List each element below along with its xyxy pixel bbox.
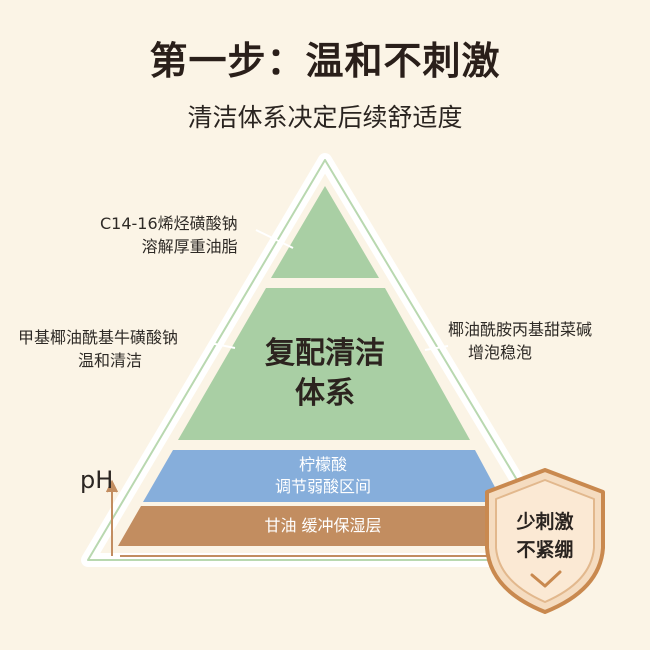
right-label: 椰油酰胺丙基甜菜碱 增泡稳泡 bbox=[448, 318, 592, 364]
shield-label: 少刺激 不紧绷 bbox=[490, 508, 600, 564]
shield-line-2: 不紧绷 bbox=[516, 539, 574, 561]
right-leader-line bbox=[424, 345, 449, 351]
blue-layer bbox=[143, 450, 503, 502]
top-label-line-2: 溶解厚重油脂 bbox=[141, 237, 238, 256]
ph-label: pH bbox=[80, 466, 114, 494]
top-leader-line bbox=[255, 229, 294, 249]
right-label-line-2: 增泡稳泡 bbox=[468, 343, 533, 362]
blue-layer-line-2: 调节弱酸区间 bbox=[274, 477, 371, 496]
page-title: 第一步：温和不刺激 bbox=[149, 39, 501, 83]
pyramid-frame-edge bbox=[87, 159, 566, 561]
left-leader-line bbox=[209, 342, 236, 349]
brown-layer-label: 甘油 缓冲保湿层 bbox=[264, 516, 382, 535]
left-label-line-1: 甲基椰油酰基牛磺酸钠 bbox=[18, 328, 179, 347]
left-label: 甲基椰油酰基牛磺酸钠 温和清洁 bbox=[18, 326, 178, 372]
middle-tier bbox=[178, 288, 470, 440]
blue-layer-line-1: 柠檬酸 bbox=[298, 455, 347, 474]
top-tier bbox=[271, 186, 379, 278]
shield-inner-outline bbox=[495, 479, 595, 603]
left-label-line-2: 温和清洁 bbox=[78, 351, 143, 370]
center-label-line-2: 体系 bbox=[295, 376, 355, 411]
page-subtitle: 清洁体系决定后续舒适度 bbox=[187, 103, 463, 132]
center-label: 复配清洁 体系 bbox=[215, 334, 435, 414]
ph-arrow-head bbox=[106, 480, 118, 492]
brown-layer bbox=[118, 506, 530, 546]
right-label-line-1: 椰油酰胺丙基甜菜碱 bbox=[448, 320, 593, 339]
check-mark-icon bbox=[530, 570, 562, 588]
center-label-line-1: 复配清洁 bbox=[265, 336, 385, 371]
top-label-line-1: C14-16烯烃磺酸钠 bbox=[100, 214, 238, 233]
shield-line-1: 少刺激 bbox=[516, 511, 574, 533]
blue-layer-label: 柠檬酸 调节弱酸区间 bbox=[223, 454, 423, 498]
top-label: C14-16烯烃磺酸钠 溶解厚重油脂 bbox=[100, 212, 238, 258]
